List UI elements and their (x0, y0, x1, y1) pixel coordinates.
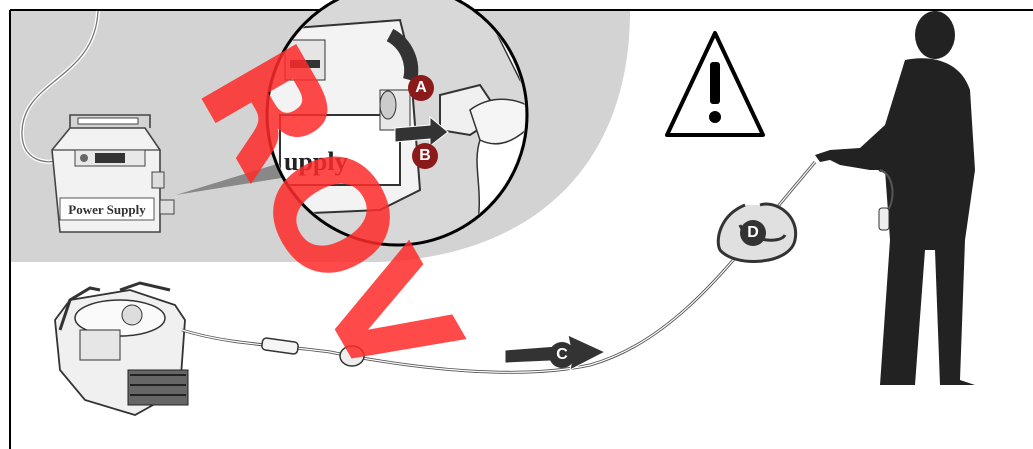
callout-b: B (412, 143, 438, 169)
pool-cleaner-robot (55, 283, 188, 415)
cable-swivel (261, 338, 364, 366)
power-supply-label: Power Supply (68, 202, 146, 217)
callout-a: A (408, 75, 434, 101)
callout-c: C (549, 342, 575, 368)
power-supply-zoom-label: upply (284, 147, 348, 176)
callout-d: D (740, 220, 766, 246)
warning-triangle-icon (667, 33, 763, 135)
person-silhouette (815, 11, 975, 385)
